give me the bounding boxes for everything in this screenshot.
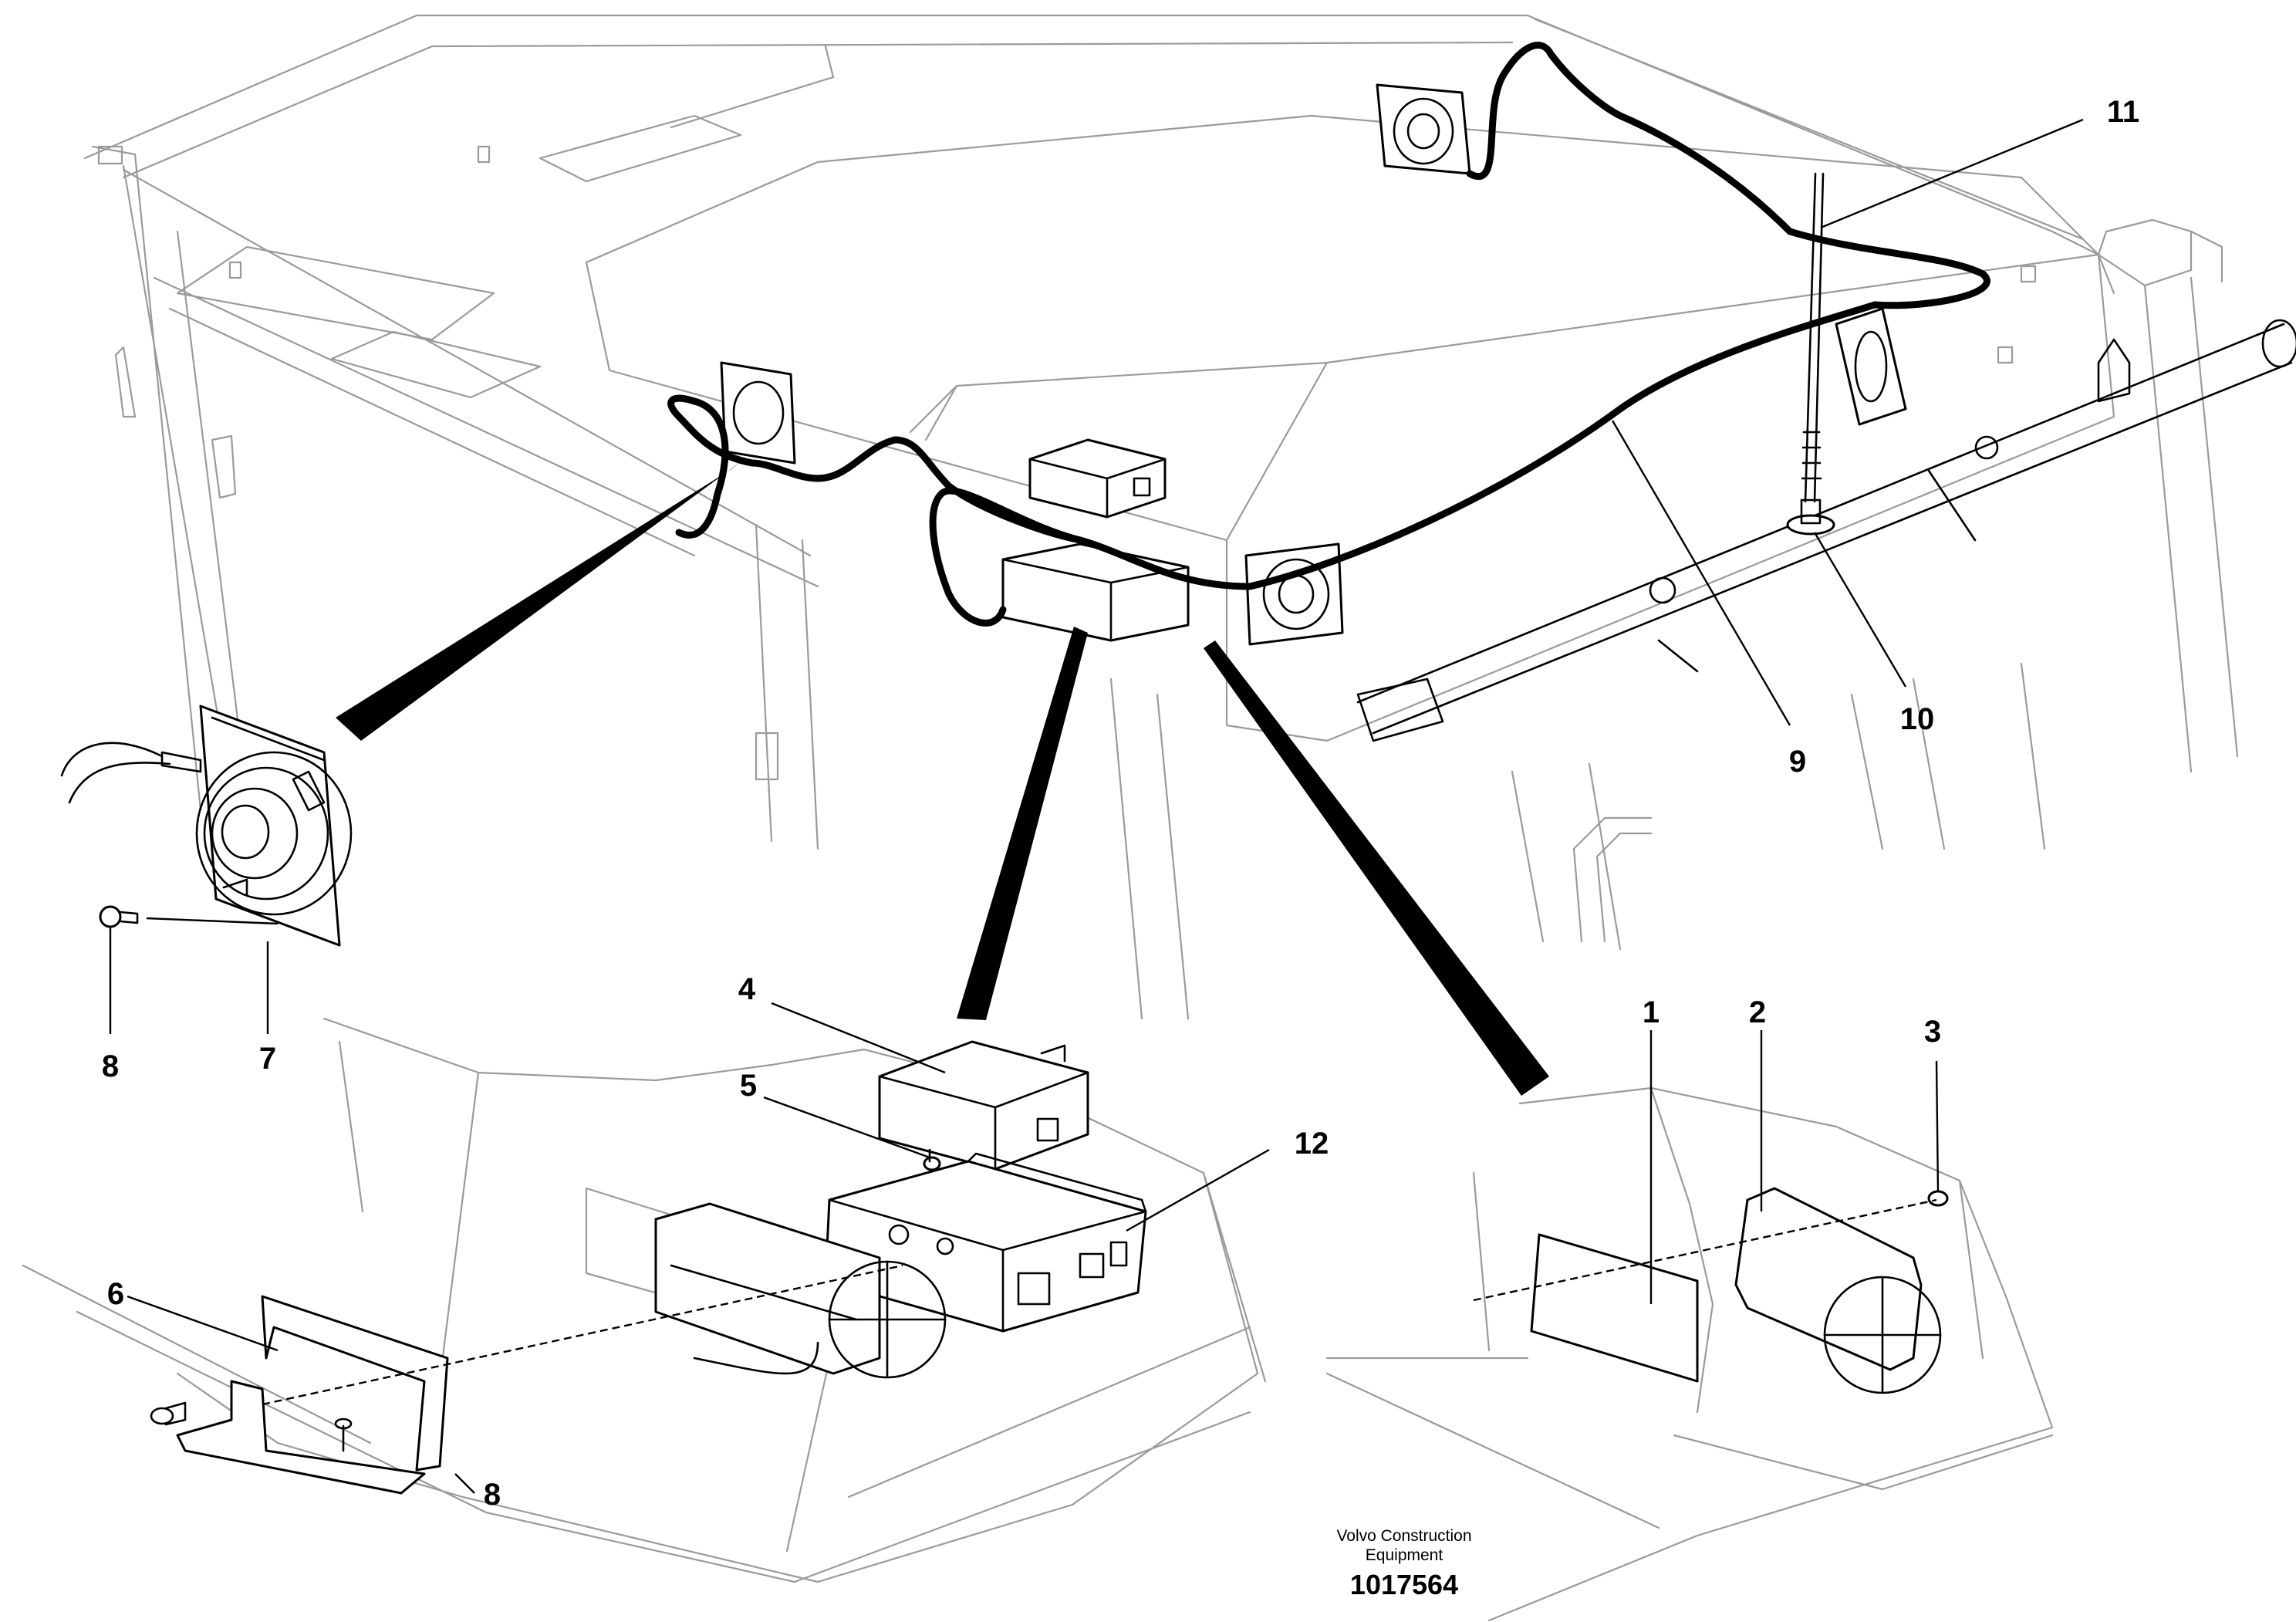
callout-4: 4	[738, 972, 756, 1006]
panel-cover-detail	[1325, 1086, 2054, 1622]
radio-mount-detail	[22, 1017, 1267, 1583]
callout-7: 7	[259, 1042, 276, 1076]
drawing-number: 1017564	[1350, 1569, 1458, 1600]
callout-6: 6	[107, 1277, 124, 1311]
leader-lines	[109, 118, 2084, 1494]
speaker-detail	[60, 705, 353, 947]
callout-11: 11	[2107, 95, 2139, 129]
upper-assembly-parts	[720, 83, 1907, 646]
callout-9: 9	[1789, 745, 1806, 779]
company-name-line1: Volvo Construction	[1336, 1527, 1471, 1545]
callout-labels: 1 2 3 4 5 6 7 8 8 9 10 11 12	[102, 95, 2139, 1512]
company-name-line2: Equipment	[1366, 1546, 1443, 1564]
callout-8-speaker-screw: 8	[102, 1049, 119, 1083]
callout-10: 10	[1900, 702, 1935, 736]
callout-3: 3	[1924, 1015, 1941, 1049]
drawing-footer: Volvo Construction Equipment 1017564	[1336, 1527, 1471, 1600]
cable-harness	[667, 42, 1990, 627]
detail-pointers	[336, 459, 1549, 1096]
callout-5: 5	[740, 1069, 757, 1103]
callout-12: 12	[1295, 1127, 1329, 1161]
cab-structure	[83, 14, 2239, 1020]
callout-1: 1	[1643, 995, 1660, 1029]
callout-2: 2	[1749, 995, 1766, 1029]
callout-8-frame-screw: 8	[484, 1478, 501, 1512]
